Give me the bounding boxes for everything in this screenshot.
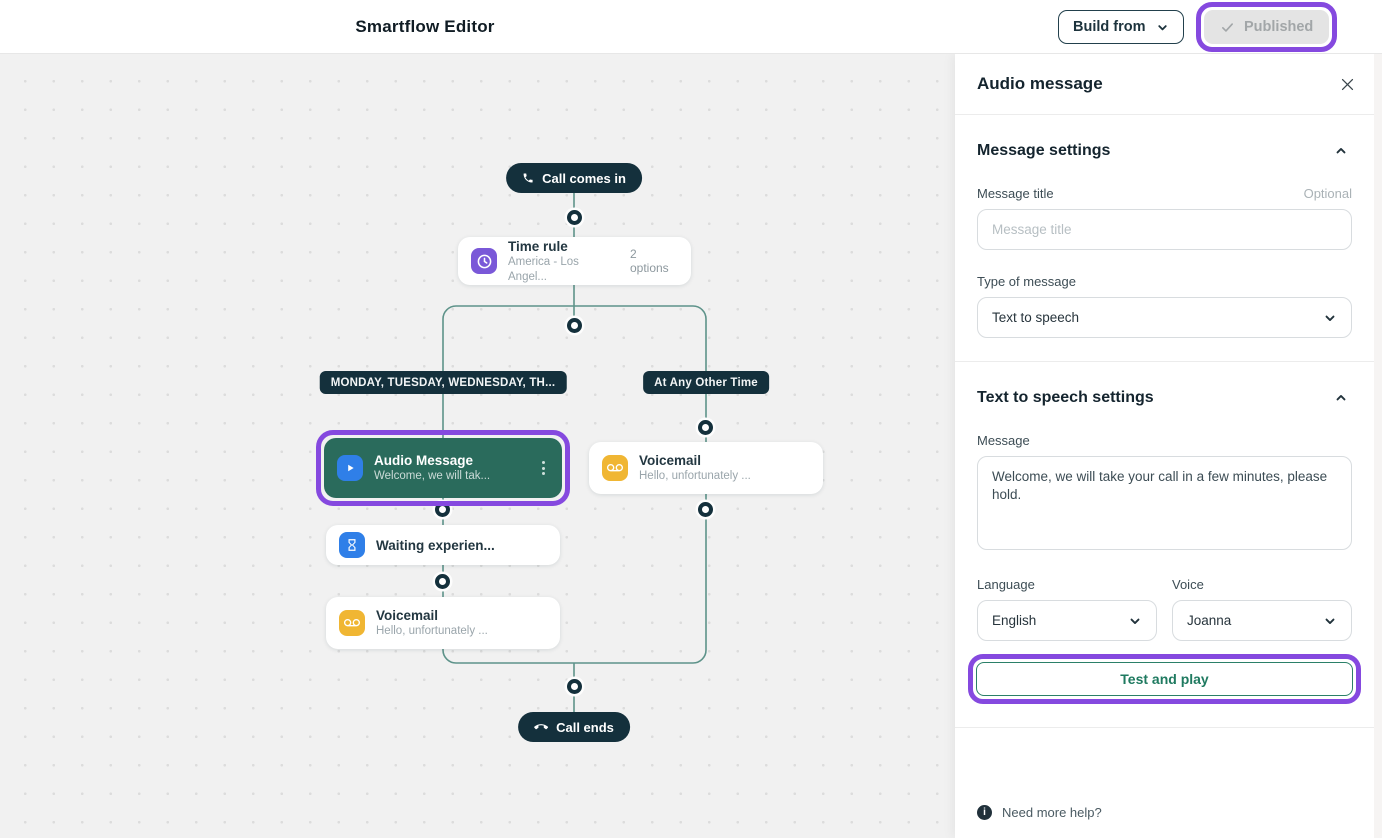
voice-select[interactable]: Joanna [1172, 600, 1352, 641]
select-value: Text to speech [992, 310, 1079, 325]
node-voicemail-left[interactable]: Voicemail Hello, unfortunately ... [326, 597, 560, 649]
test-button-annotation-ring: Test and play [968, 654, 1361, 704]
play-icon [337, 455, 363, 481]
chevron-up-icon[interactable] [1330, 140, 1352, 162]
branch-label-other-time: At Any Other Time [643, 371, 769, 394]
section-heading: Text to speech settings [977, 389, 1154, 407]
check-icon [1220, 20, 1235, 35]
voice-label: Voice [1172, 577, 1352, 592]
connector-dot[interactable] [567, 679, 582, 694]
help-label: Need more help? [1002, 805, 1102, 820]
close-icon[interactable] [1335, 72, 1360, 97]
optional-badge: Optional [1304, 186, 1352, 201]
need-help-link[interactable]: i Need more help? [955, 787, 1374, 838]
chevron-down-icon [1156, 21, 1169, 34]
node-voicemail-right[interactable]: Voicemail Hello, unfortunately ... [589, 442, 823, 494]
node-label: Call comes in [542, 171, 626, 186]
type-of-message-select[interactable]: Text to speech [977, 297, 1352, 338]
select-value: Joanna [1187, 613, 1231, 628]
node-title: Audio Message [374, 452, 490, 469]
node-label: Call ends [556, 720, 614, 735]
branch-count: 2 options [630, 247, 678, 275]
node-subtitle: Hello, unfortunately ... [376, 624, 488, 639]
phone-icon [522, 172, 534, 184]
flow-canvas[interactable]: Call comes in Time rule America - Los An… [0, 54, 955, 838]
node-call-ends[interactable]: Call ends [518, 712, 630, 742]
published-annotation-ring: Published [1196, 2, 1337, 52]
voicemail-icon [339, 610, 365, 636]
build-from-button[interactable]: Build from [1058, 10, 1184, 44]
node-call-comes-in[interactable]: Call comes in [506, 163, 642, 193]
node-subtitle: America - Los Angel... [508, 255, 619, 285]
properties-panel: Audio message Message settings Message t… [955, 54, 1382, 838]
node-audio-message[interactable]: Audio Message Welcome, we will tak... [324, 438, 562, 498]
test-and-play-button[interactable]: Test and play [976, 662, 1353, 696]
section-heading: Message settings [977, 142, 1110, 160]
node-waiting-experience[interactable]: Waiting experien... [326, 525, 560, 565]
message-title-label: Message title [977, 186, 1054, 201]
hourglass-icon [339, 532, 365, 558]
chevron-up-icon[interactable] [1330, 387, 1352, 409]
message-title-input[interactable] [977, 209, 1352, 250]
branch-label-weekdays: MONDAY, TUESDAY, WEDNESDAY, TH... [320, 371, 567, 394]
node-subtitle: Hello, unfortunately ... [639, 469, 751, 484]
node-title: Voicemail [376, 607, 488, 624]
message-textarea[interactable]: Welcome, we will take your call in a few… [977, 456, 1352, 550]
voicemail-icon [602, 455, 628, 481]
clock-icon [471, 248, 497, 274]
type-of-message-label: Type of message [977, 274, 1352, 289]
top-bar: Smartflow Editor Build from Published [0, 0, 1382, 54]
published-label: Published [1244, 19, 1313, 35]
node-subtitle: Welcome, we will tak... [374, 469, 490, 484]
node-title: Time rule [508, 238, 619, 255]
language-select[interactable]: English [977, 600, 1157, 641]
section-message-settings: Message settings Message title Optional … [955, 115, 1374, 362]
audio-node-annotation-ring: Audio Message Welcome, we will tak... [316, 430, 570, 506]
info-icon: i [977, 805, 992, 820]
published-button[interactable]: Published [1204, 10, 1329, 44]
panel-header: Audio message [955, 54, 1382, 115]
node-title: Waiting experien... [376, 537, 495, 554]
section-text-to-speech: Text to speech settings Message Welcome,… [955, 362, 1374, 728]
message-label: Message [977, 433, 1352, 448]
language-label: Language [977, 577, 1157, 592]
node-time-rule[interactable]: Time rule America - Los Angel... 2 optio… [458, 237, 691, 285]
connector-dot[interactable] [698, 502, 713, 517]
kebab-menu-icon[interactable] [538, 457, 549, 479]
node-title: Voicemail [639, 452, 751, 469]
chevron-down-icon [1128, 614, 1142, 628]
page-title: Smartflow Editor [355, 17, 494, 37]
connector-dot[interactable] [698, 420, 713, 435]
chevron-down-icon [1323, 311, 1337, 325]
connector-dot[interactable] [567, 210, 582, 225]
connector-dot[interactable] [567, 318, 582, 333]
phone-hangup-icon [534, 720, 548, 734]
panel-scrollbar[interactable] [1374, 54, 1382, 838]
select-value: English [992, 613, 1036, 628]
connector-dot[interactable] [435, 574, 450, 589]
chevron-down-icon [1323, 614, 1337, 628]
build-from-label: Build from [1073, 19, 1146, 35]
panel-title: Audio message [977, 74, 1103, 94]
